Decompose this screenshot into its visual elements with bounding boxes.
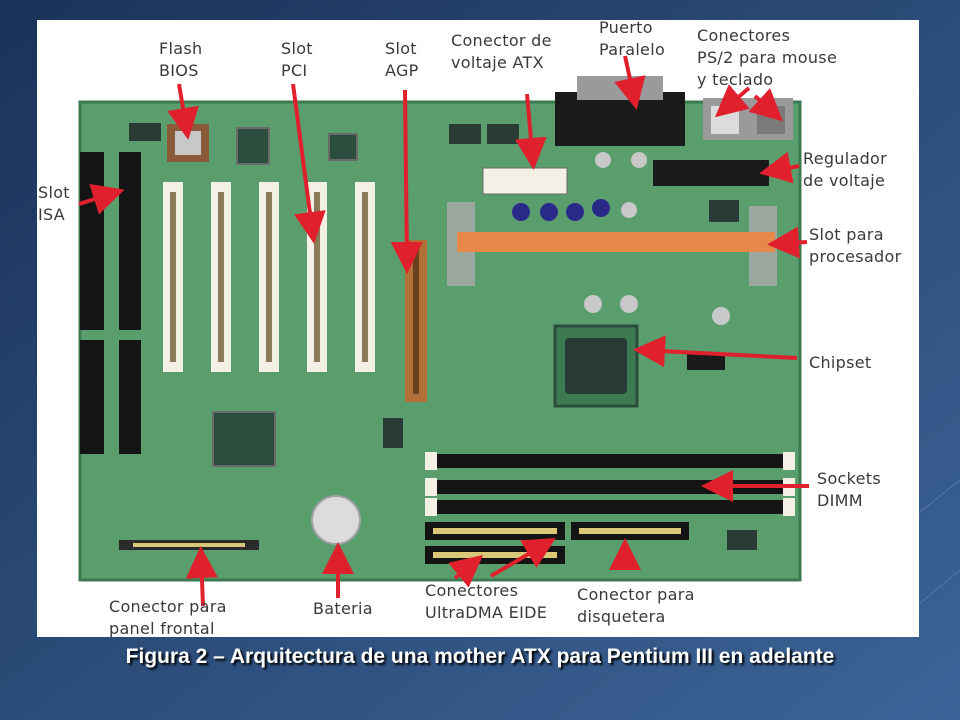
label-conector-panel: Conector para panel frontal — [109, 597, 227, 638]
label-chipset: Chipset — [809, 353, 872, 372]
label-sockets-dimm: Sockets DIMM — [817, 469, 881, 510]
processor-slot — [457, 232, 775, 252]
battery — [311, 495, 361, 545]
motherboard-illustration — [78, 55, 809, 607]
diagram-panel: Flash BIOS Slot PCI Slot AGP Conector de… — [37, 18, 919, 638]
capacitors — [512, 152, 730, 325]
voltage-regulator — [653, 160, 769, 186]
label-slot-isa: Slot ISA — [38, 183, 70, 224]
atx-power-connector — [482, 167, 568, 195]
label-conector-disquetera: Conector para disquetera — [577, 585, 695, 626]
label-conectores-eide: Conectores UltraDMA EIDE — [425, 581, 548, 622]
callout-arrows — [78, 55, 809, 607]
label-flash-bios: Flash BIOS — [159, 39, 203, 80]
pci-slots — [163, 182, 375, 372]
label-bateria: Bateria — [313, 599, 373, 618]
label-conector-atx: Conector de voltaje ATX — [451, 31, 552, 72]
parallel-port — [555, 92, 685, 146]
label-regulador: Regulador de voltaje — [803, 149, 888, 190]
figure-caption: Figura 2 – Arquitectura de una mother AT… — [125, 645, 835, 668]
label-conectores-ps2: Conectores PS/2 para mouse y teclado — [697, 26, 838, 89]
isa-slots — [80, 152, 141, 454]
label-slot-pci: Slot PCI — [281, 39, 313, 80]
label-puerto-paralelo: Puerto Paralelo — [599, 18, 666, 59]
label-slot-procesador: Slot para procesador — [809, 225, 902, 266]
label-slot-agp: Slot AGP — [385, 39, 419, 80]
